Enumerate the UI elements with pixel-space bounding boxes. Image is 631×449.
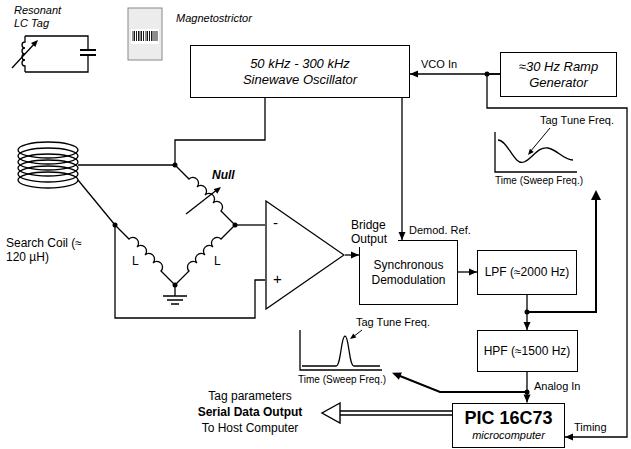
signal-label: Timing [573,421,608,434]
op-amp-triangle [266,201,344,309]
axis-label: Time (Sweep Freq.) [298,374,386,386]
arrowhead [350,333,356,339]
junction-dot [233,223,238,228]
plot-curve [302,336,380,366]
arrowhead [524,322,531,330]
node-text: PIC 16C73 [464,408,552,430]
arrowhead [31,40,38,47]
arrowhead [524,395,531,403]
output-label: To Host Computer [202,421,299,435]
filter-box: HPF (≈1500 Hz) [477,330,578,372]
inductor-symbol [175,225,235,285]
node-text: 50 kHz - 300 kHz Sinewave Oscillator [225,56,375,87]
arrowhead [392,372,402,379]
wire [235,224,265,225]
signal-label: Analog In [533,380,581,393]
junction-dot [173,283,178,288]
signal-label: VCO In [420,58,458,71]
plot-curve [498,140,573,162]
junction-dots [113,72,530,395]
arrowhead [351,252,359,259]
arrowhead [410,71,418,78]
node-text: LPF (≈2000 Hz) [485,265,570,279]
variable-arrow [12,42,36,68]
variable-arrow [186,189,218,214]
arrowhead [565,434,573,441]
connector-group [524,295,531,330]
oscillator-box: 50 kHz - 300 kHz Sinewave Oscillator [190,45,410,98]
leader-line [530,128,550,152]
demodulator-box: Synchronous Demodulation [359,240,458,305]
inductor-label: L [214,254,221,268]
node-text: ≈30 Hz Ramp Generator [509,59,609,90]
wire [115,225,265,318]
arrowhead [399,232,406,240]
node-text: + [273,270,282,288]
part-label: Magnetostrictor [176,12,252,25]
tag-wire [25,36,88,72]
connector-group [458,269,477,276]
inductor-symbol [115,225,175,285]
search-coil [18,172,78,188]
node-text: - [273,214,278,232]
connector [401,98,402,240]
connector-group [524,372,531,403]
part-label: Resonant LC Tag [14,4,76,30]
connector-group [345,252,359,259]
arrowhead [591,190,601,200]
inductor-label: L [132,254,139,268]
output-label: Tag parameters [208,389,291,403]
axis-label: Time (Sweep Freq.) [495,175,583,187]
null-inductor [175,165,235,225]
node-text: HPF (≈1500 Hz) [484,344,571,358]
barcode [133,31,157,41]
tag-capacitor [80,50,96,55]
op-amp-triangle: -+ [265,200,345,310]
plot-axes [495,132,577,172]
ramp-generator-box: ≈30 Hz Ramp Generator [500,52,617,97]
plot-annotation: Tag Tune Freq. [540,114,614,127]
connector-group [399,98,406,240]
microcomputer-box: PIC 16C73microcomputer [452,403,565,448]
ground-symbol [163,285,187,304]
arrowhead [214,187,221,194]
signal-label: Demod. Ref. [408,224,472,237]
junction-dot [113,223,118,228]
wire [78,164,175,165]
coil-label: Search Coil (≈ 120 µH) [6,236,101,265]
leader-arrow [400,376,527,392]
double-arrow-shaft [340,411,452,415]
wire [175,98,265,165]
junction-dot [173,163,178,168]
null-label: Null [212,168,235,182]
arrowhead [469,269,477,276]
signal-label: Bridge Output [350,218,398,247]
wire [78,180,115,225]
magnetostrictor-tag [128,8,162,60]
arrowhead [528,149,534,155]
filter-box: LPF (≈2000 Hz) [477,250,577,295]
node-text: Synchronous Demodulation [366,258,451,287]
plot-annotation: Tag Tune Freq. [356,316,430,329]
barcode-field [131,29,159,44]
output-label: Serial Data Output [198,405,303,419]
plot-axes [300,330,382,370]
node-text: microcomputer [472,429,545,442]
double-arrow-head [322,403,340,423]
